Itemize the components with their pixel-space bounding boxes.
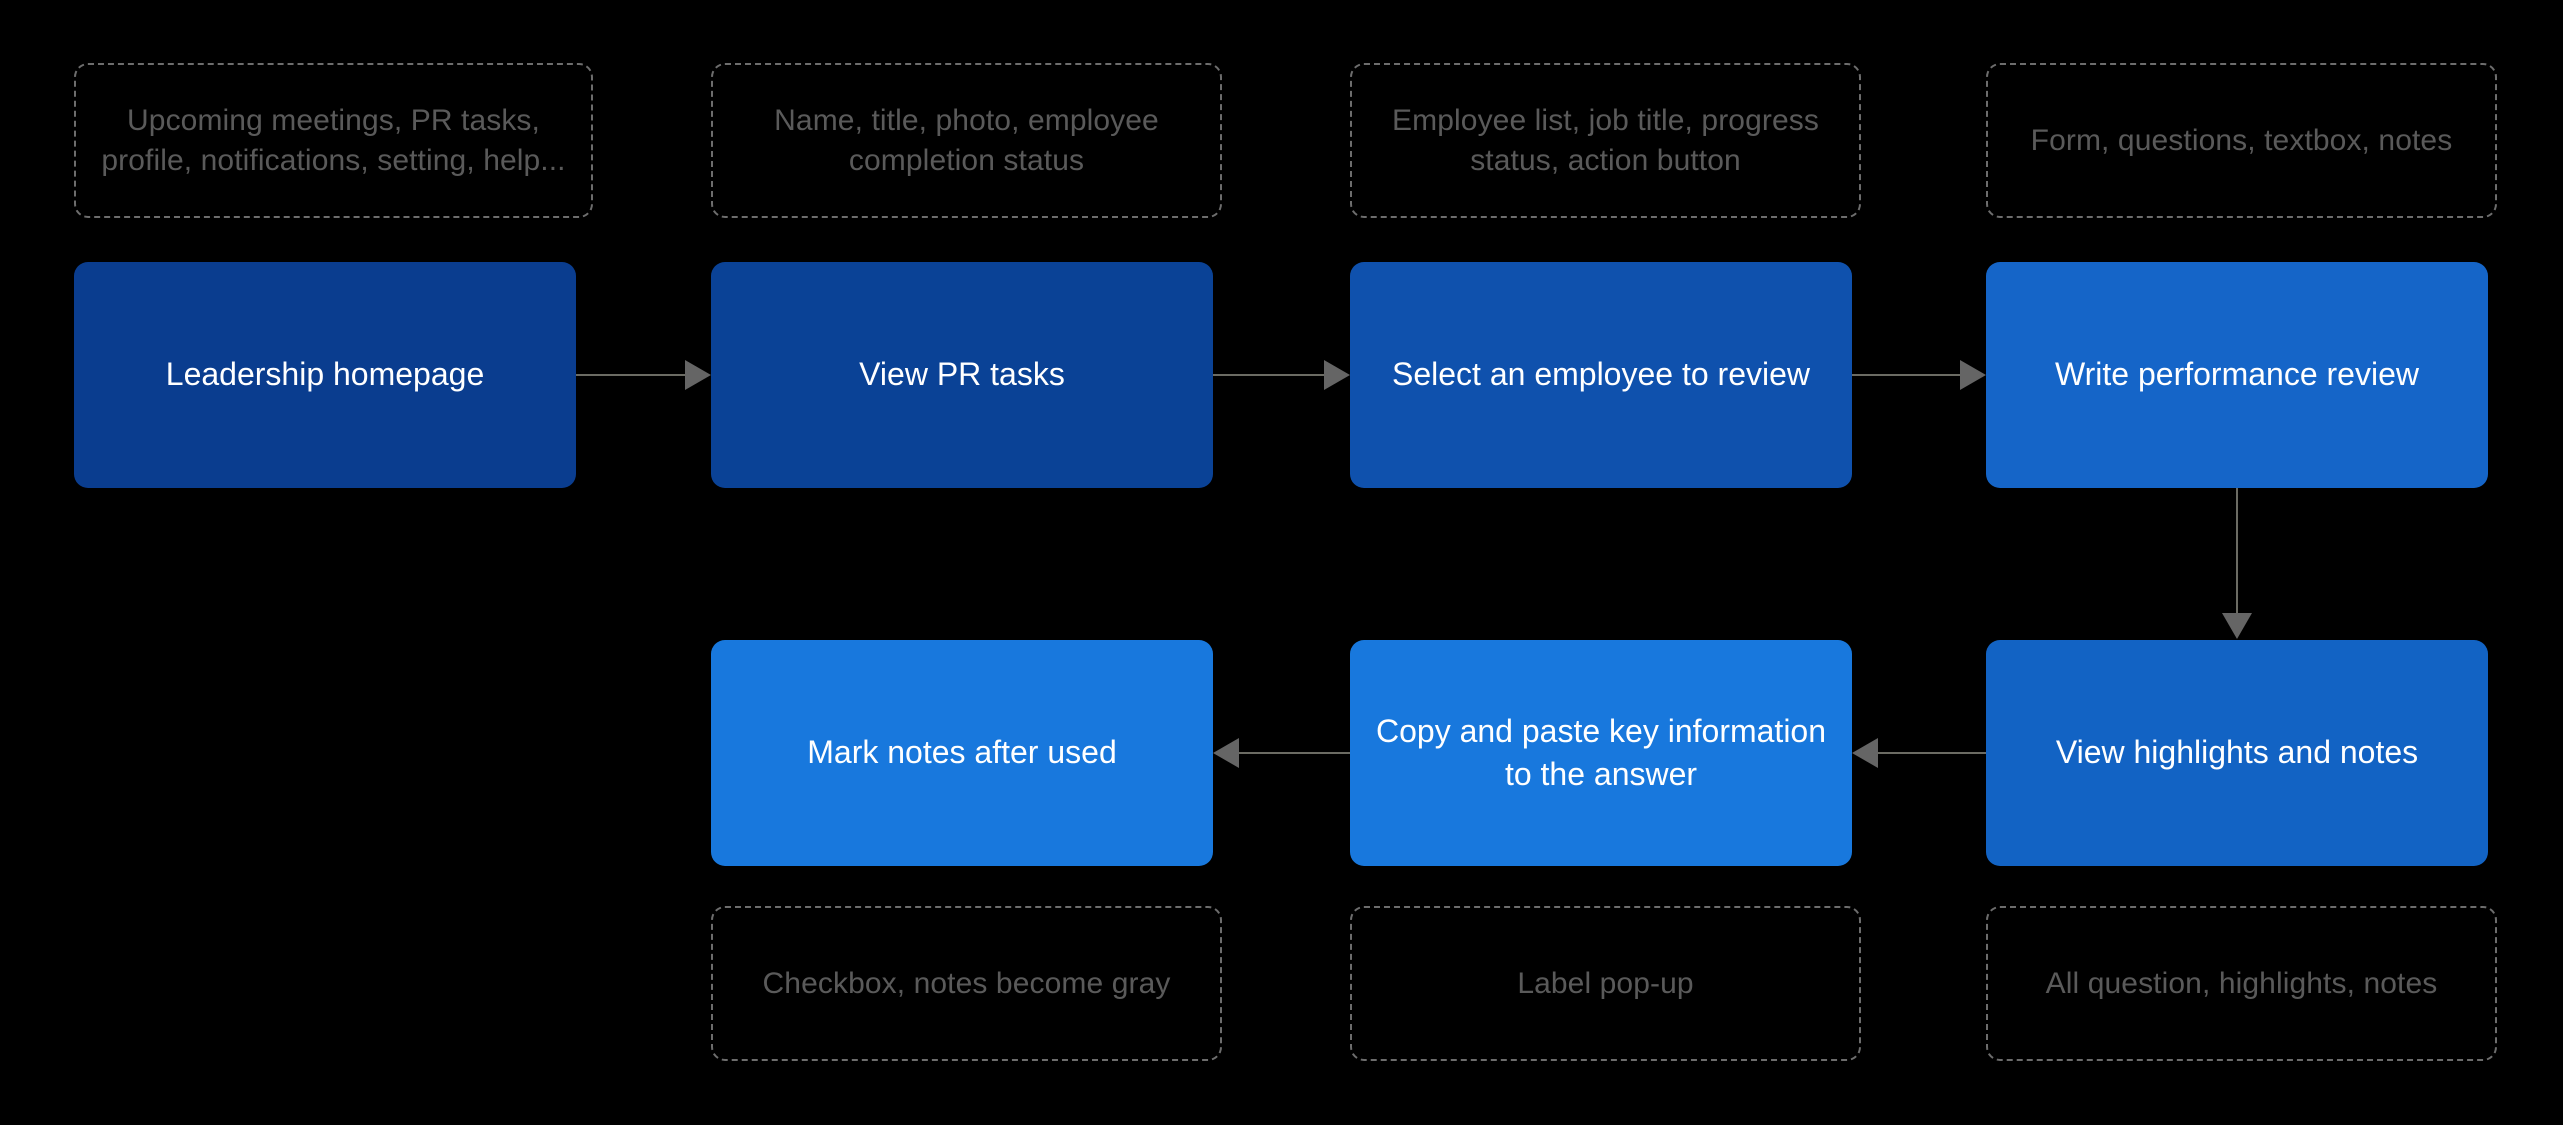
node-label: View highlights and notes xyxy=(2055,734,2419,771)
arrow-head-down-icon xyxy=(2222,613,2252,639)
connector-copy-to-mark xyxy=(1213,738,1350,768)
node-label: Leadership homepage xyxy=(165,356,485,393)
node-select-employee[interactable]: Select an employee to review xyxy=(1350,262,1852,488)
node-label: Select an employee to review xyxy=(1392,356,1810,393)
annotation-select-employee: Employee list, job title, progress statu… xyxy=(1350,63,1861,218)
arrow-head-left-icon xyxy=(1213,738,1239,768)
arrow-head-right-icon xyxy=(685,360,711,390)
node-write-review[interactable]: Write performance review xyxy=(1986,262,2488,488)
connector-line xyxy=(1852,374,1963,376)
connector-highlights-to-copy xyxy=(1852,738,1986,768)
node-label: Copy and paste key information to the an… xyxy=(1375,712,1827,792)
annotation-leadership-homepage: Upcoming meetings, PR tasks, profile, no… xyxy=(74,63,593,218)
connector-prtasks-to-select xyxy=(1213,360,1350,390)
node-label: Mark notes after used xyxy=(807,734,1117,771)
connector-line xyxy=(1213,374,1327,376)
arrow-head-right-icon xyxy=(1960,360,1986,390)
annotation-text: Label pop-up xyxy=(1517,966,1694,1000)
annotation-text: Name, title, photo, employee completion … xyxy=(774,103,1159,177)
node-mark-notes[interactable]: Mark notes after used xyxy=(711,640,1213,866)
node-label: Write performance review xyxy=(2055,356,2419,393)
node-view-pr-tasks[interactable]: View PR tasks xyxy=(711,262,1213,488)
annotation-mark-notes: Checkbox, notes become gray xyxy=(711,906,1222,1061)
connector-line xyxy=(576,374,688,376)
annotation-view-highlights: All question, highlights, notes xyxy=(1986,906,2497,1061)
connector-line xyxy=(2236,488,2238,616)
connector-select-to-write xyxy=(1852,360,1986,390)
connector-write-to-highlights xyxy=(2222,488,2252,640)
arrow-head-left-icon xyxy=(1852,738,1878,768)
node-copy-paste[interactable]: Copy and paste key information to the an… xyxy=(1350,640,1852,866)
node-view-highlights[interactable]: View highlights and notes xyxy=(1986,640,2488,866)
annotation-text: All question, highlights, notes xyxy=(2045,966,2438,1000)
annotation-copy-paste: Label pop-up xyxy=(1350,906,1861,1061)
annotation-text: Form, questions, textbox, notes xyxy=(2030,123,2453,157)
arrow-head-right-icon xyxy=(1324,360,1350,390)
connector-homepage-to-prtasks xyxy=(576,360,711,390)
node-leadership-homepage[interactable]: Leadership homepage xyxy=(74,262,576,488)
connector-line xyxy=(1236,752,1350,754)
connector-line xyxy=(1875,752,1986,754)
annotation-view-pr-tasks: Name, title, photo, employee completion … xyxy=(711,63,1222,218)
annotation-write-review: Form, questions, textbox, notes xyxy=(1986,63,2497,218)
node-label: View PR tasks xyxy=(859,356,1065,393)
annotation-text: Checkbox, notes become gray xyxy=(762,966,1171,1000)
annotation-text: Employee list, job title, progress statu… xyxy=(1392,103,1819,177)
annotation-text: Upcoming meetings, PR tasks, profile, no… xyxy=(101,103,566,177)
